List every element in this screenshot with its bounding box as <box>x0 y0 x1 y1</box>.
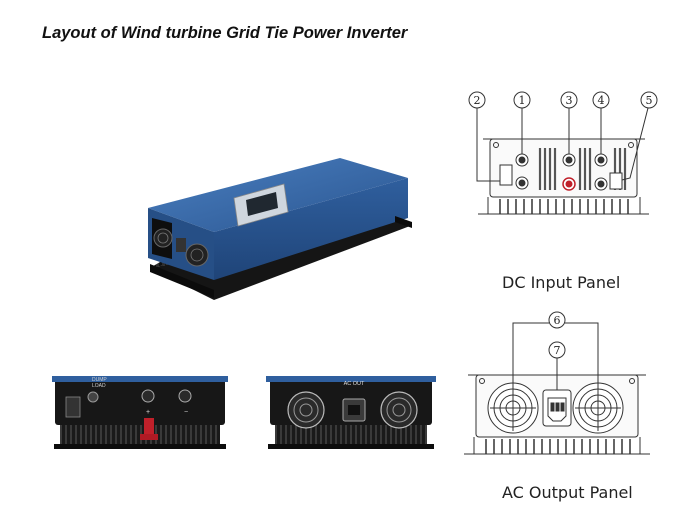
fan-left-icon <box>287 391 325 429</box>
dc-callouts: 2 1 3 4 5 <box>468 91 658 109</box>
dc-side-photo: DUMP LOAD + − <box>52 376 228 449</box>
dc-panel-caption: DC Input Panel <box>502 273 621 292</box>
ac-callouts: 6 7 <box>548 311 566 359</box>
dump-load-label-line1: DUMP <box>92 377 107 383</box>
plus-sign: + <box>146 409 150 416</box>
dump-load-connector <box>65 396 81 418</box>
fan-right-icon <box>380 391 418 429</box>
callout-5: 5 <box>646 94 653 107</box>
red-terminal <box>144 418 154 436</box>
minus-sign: − <box>184 409 188 416</box>
diagram-title: Layout of Wind turbine Grid Tie Power In… <box>42 24 408 42</box>
dump-load-label-line2: LOAD <box>92 383 106 389</box>
callout-7: 7 <box>554 344 561 357</box>
callout-1: 1 <box>519 94 526 107</box>
side-fans <box>152 218 209 267</box>
ac-panel-caption: AC Output Panel <box>502 483 633 502</box>
ac-output-panel-drawing <box>464 322 650 455</box>
callout-3: 3 <box>566 94 573 107</box>
inverter-front-face <box>214 178 408 280</box>
callout-2: 2 <box>474 94 481 107</box>
inverter-3d-illustration <box>148 158 412 300</box>
dc-input-panel-drawing <box>476 107 649 215</box>
ac-side-photo: AC OUT <box>266 376 436 449</box>
ac-out-label: AC OUT <box>344 381 365 387</box>
callout-6: 6 <box>554 314 561 327</box>
callout-4: 4 <box>598 94 605 107</box>
